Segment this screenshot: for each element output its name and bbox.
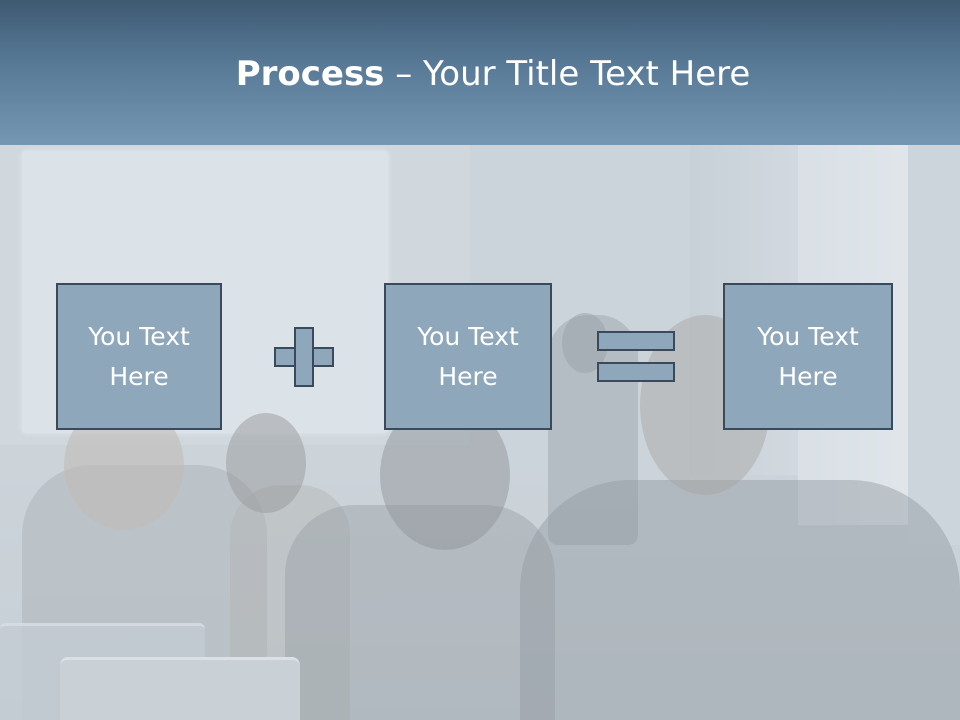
process-step-box[interactable]: You Text Here xyxy=(56,283,222,430)
process-step-box[interactable]: You Text Here xyxy=(384,283,552,430)
equals-icon-bar xyxy=(597,362,675,382)
title-banner: Process – Your Title Text Here xyxy=(0,0,960,145)
photo-fade-overlay xyxy=(0,145,960,720)
background-photo xyxy=(0,145,960,720)
plus-icon-core xyxy=(296,349,312,365)
process-step-text: You Text xyxy=(417,321,519,351)
process-step-text: Here xyxy=(778,361,838,391)
plus-icon xyxy=(274,327,334,387)
equals-icon-bar xyxy=(597,331,675,351)
equals-icon xyxy=(597,331,675,383)
process-step-text: You Text xyxy=(88,321,190,351)
chair-back xyxy=(60,657,300,720)
slide-title[interactable]: Process – Your Title Text Here xyxy=(0,52,960,96)
photo-wall xyxy=(908,145,960,545)
audience-silhouette xyxy=(520,480,960,720)
process-step-text: You Text xyxy=(757,321,859,351)
slide-title-bold: Process xyxy=(235,54,385,94)
slide-title-rest: – Your Title Text Here xyxy=(384,54,751,94)
process-result-box[interactable]: You Text Here xyxy=(723,283,893,430)
process-step-text: Here xyxy=(109,361,169,391)
audience-silhouette xyxy=(226,413,306,513)
process-step-text: Here xyxy=(438,361,498,391)
